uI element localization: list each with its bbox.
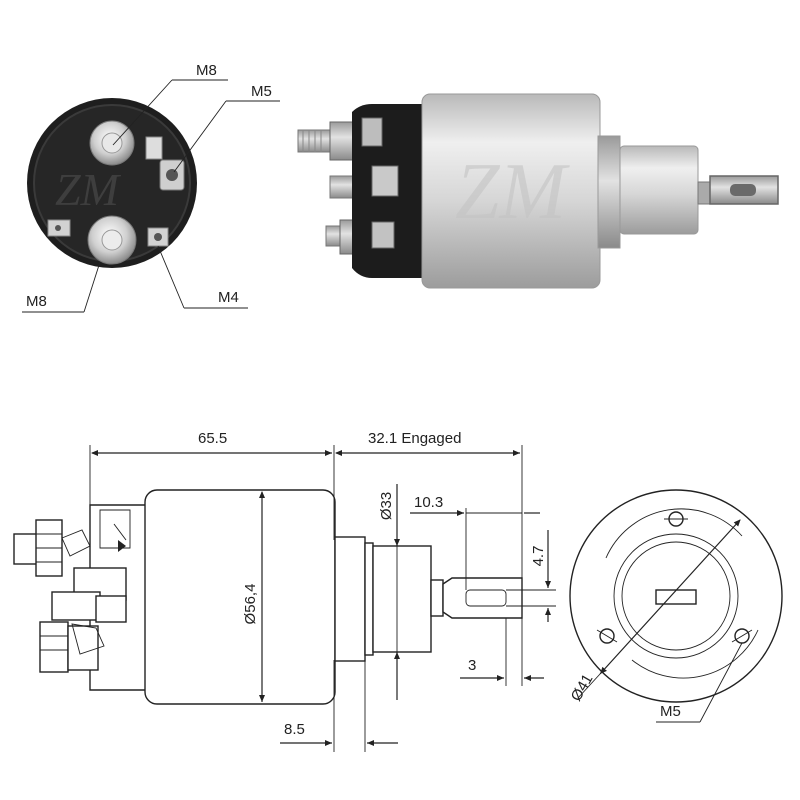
callout-thread-m5: M5	[660, 703, 681, 720]
callouts-end-view: M8 M5 M8 M4	[22, 62, 280, 313]
terminal-m8-bottom	[87, 215, 137, 265]
dim-length: 65.5	[198, 430, 227, 447]
dim-3: 3	[468, 657, 476, 674]
dim-10-3: 10.3	[414, 494, 443, 511]
terminal-m8-top	[89, 120, 135, 166]
terminal-m5	[145, 136, 185, 191]
svg-text:ZM: ZM	[55, 164, 122, 215]
dim-stroke: 32.1 Engaged	[368, 430, 461, 447]
dim-body-diameter: Ø56,4	[242, 584, 259, 625]
side-drawing	[13, 489, 523, 705]
end-view-photo: ZM	[27, 98, 197, 268]
callout-m4: M4	[218, 289, 239, 306]
dim-4-7: 4.7	[530, 546, 547, 567]
callout-m8-top: M8	[196, 62, 217, 79]
front-drawing: Ø41 M5	[568, 489, 783, 723]
svg-text:ZM: ZM	[455, 148, 570, 236]
dimensions-side: 65.5 32.1 Engaged Ø56,4 Ø33 10.3 4.7 3	[89, 430, 556, 752]
dim-plunger-diameter: Ø33	[378, 492, 395, 520]
callout-m5: M5	[251, 83, 272, 100]
dim-bolt-circle: Ø41	[568, 671, 597, 704]
terminal-m4	[147, 227, 169, 247]
callout-m8-bottom: M8	[26, 293, 47, 310]
side-view-photo: ZM	[297, 93, 779, 289]
dim-8-5: 8.5	[284, 721, 305, 738]
